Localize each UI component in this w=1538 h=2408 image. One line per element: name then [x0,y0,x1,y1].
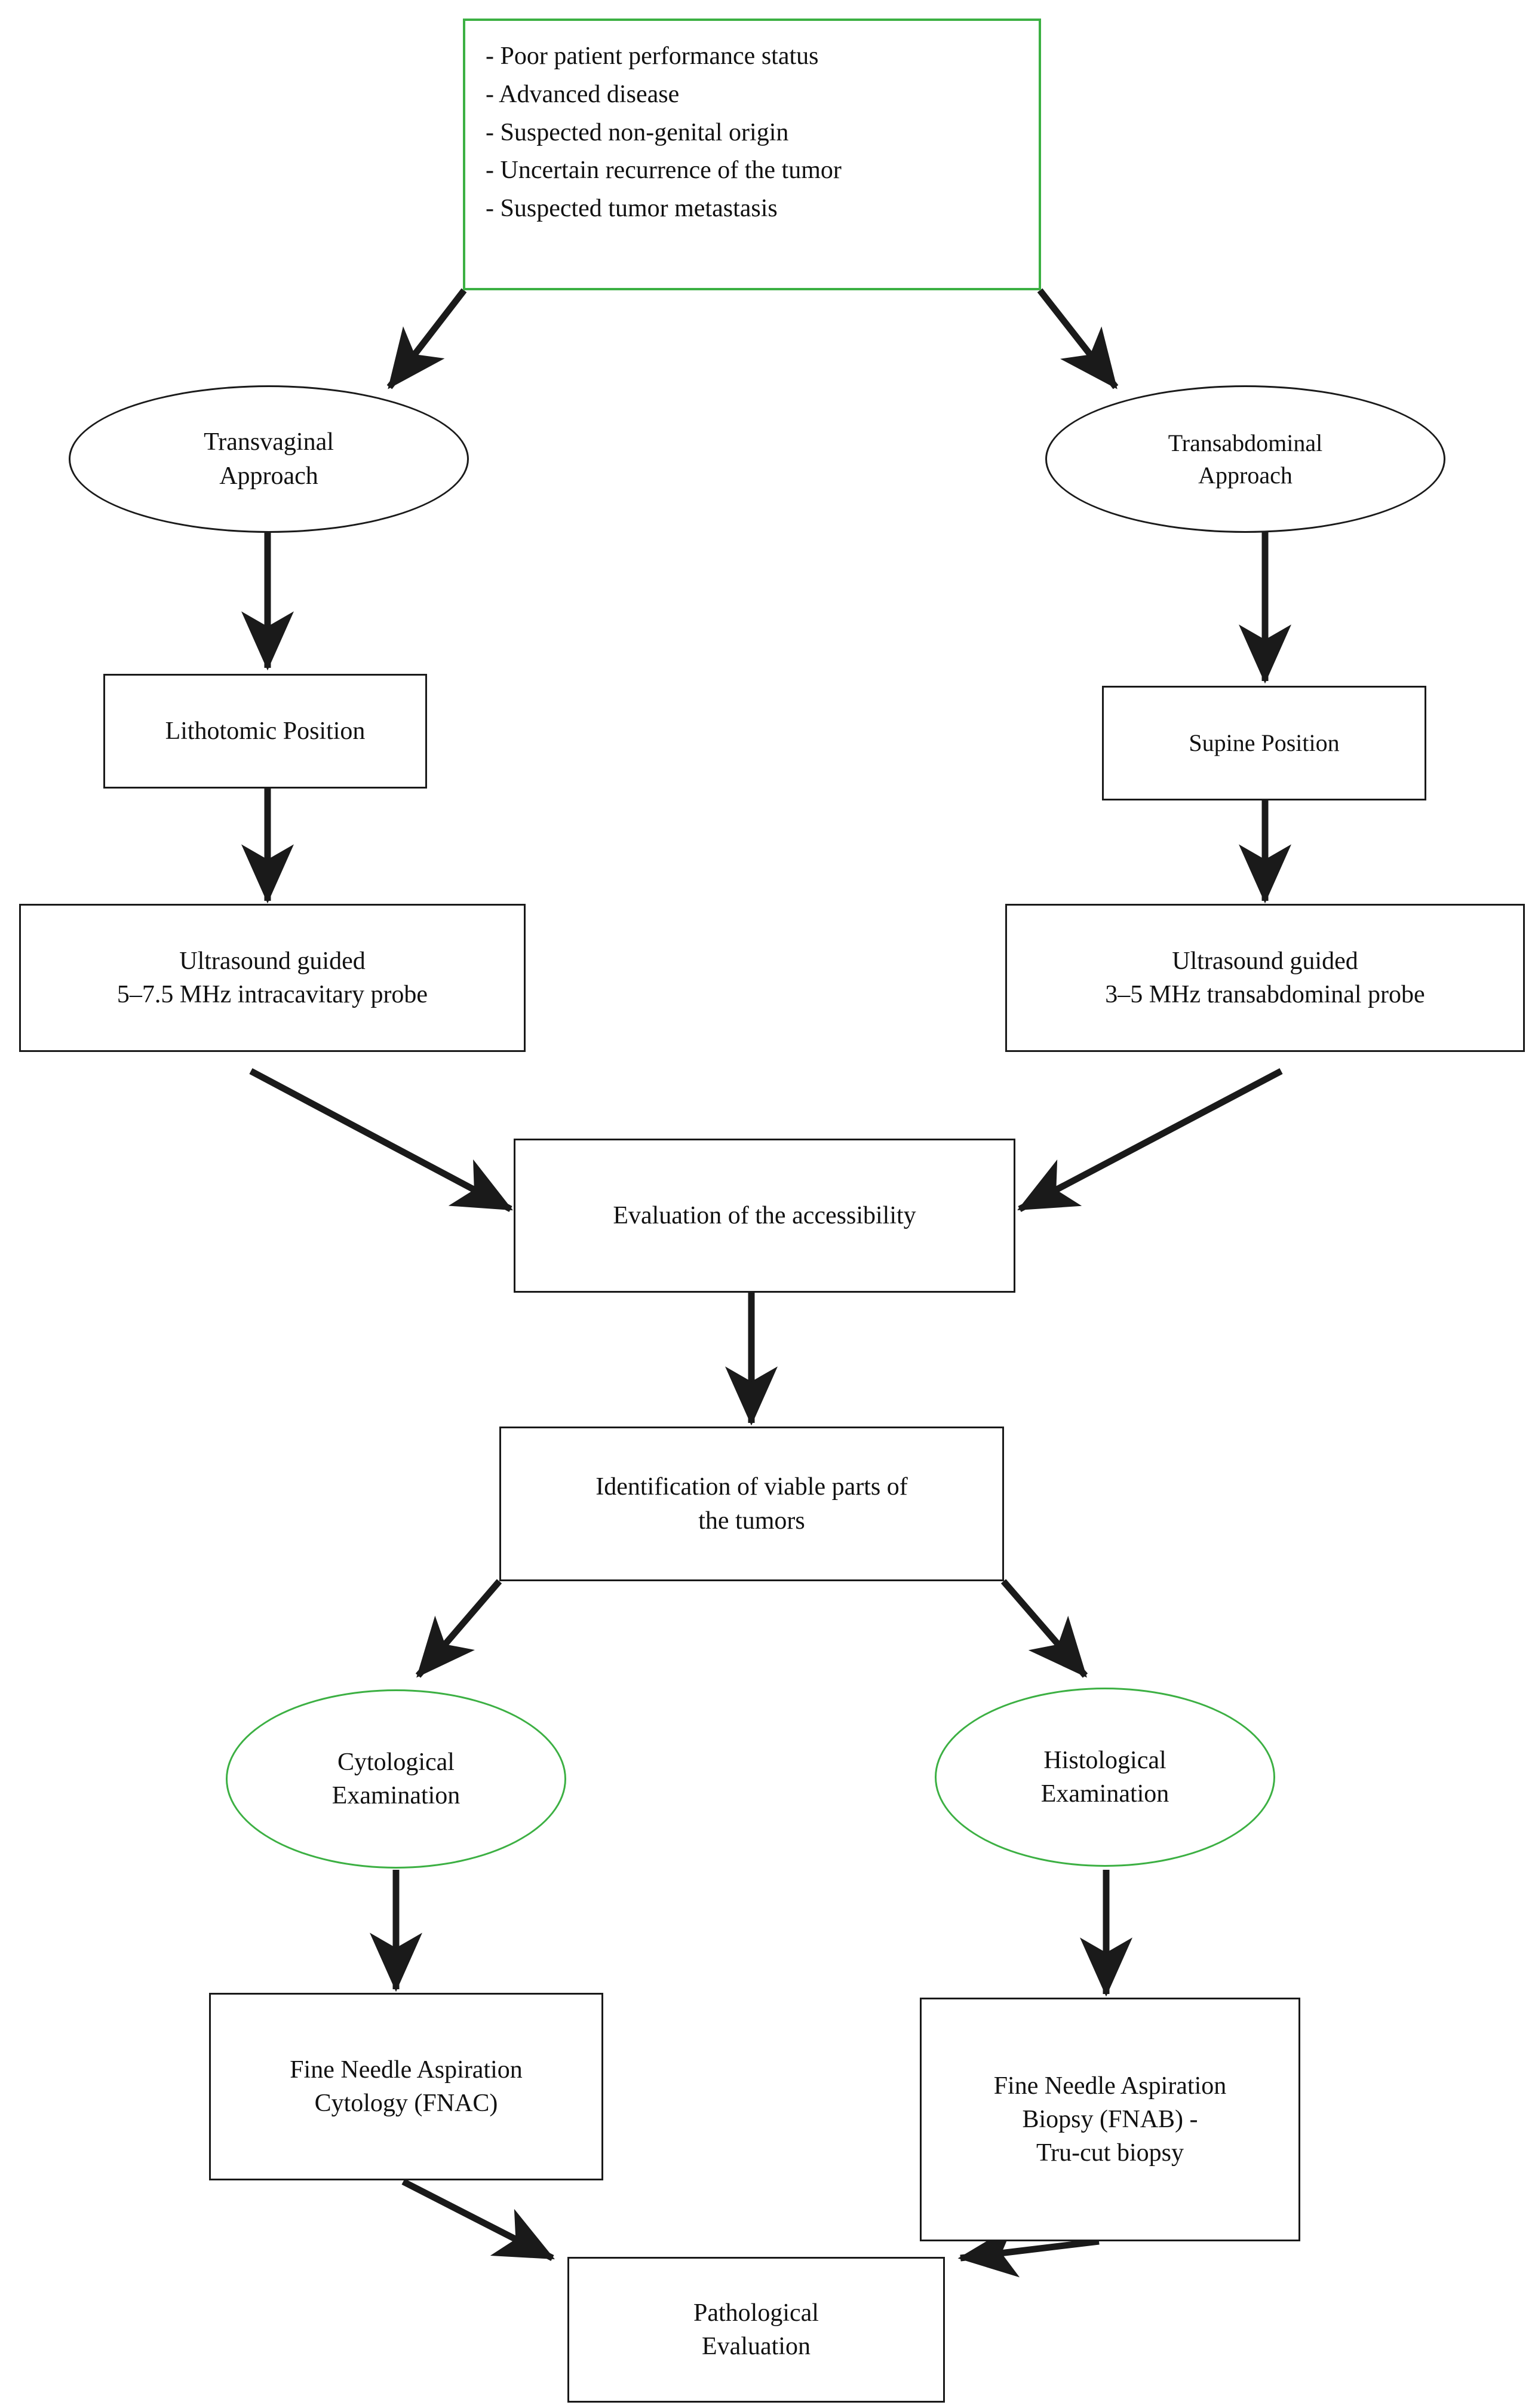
edge-criteria-to-transabdominal [1037,288,1119,389]
edge-identification-to-histological [1000,1579,1088,1678]
edge-probe-transabdominal-to-accessibility [1017,1068,1283,1212]
node-fnac: Fine Needle Aspiration Cytology (FNAC) [209,1993,603,2180]
node-lithotomic-position-label: Lithotomic Position [165,717,366,745]
edge-fnac-to-pathological [401,2179,555,2261]
node-accessibility-evaluation-label: Evaluation of the accessibility [613,1201,916,1229]
node-lithotomic-position: Lithotomic Position [103,674,427,789]
node-cytological-examination: Cytological Examination [226,1689,566,1869]
node-supine-position: Supine Position [1102,686,1426,800]
node-transabdominal-approach: Transabdominal Approach [1045,385,1445,533]
node-identification-viable-parts: Identification of viable parts of the tu… [499,1427,1004,1581]
edge-fnab-to-pathological [957,2225,1100,2278]
node-probe-intracavitary-label: Ultrasound guided 5–7.5 MHz intracavitar… [116,947,428,1008]
node-pathological-evaluation: Pathological Evaluation [567,2257,945,2403]
node-probe-transabdominal: Ultrasound guided 3–5 MHz transabdominal… [1005,904,1525,1052]
criteria-list: - Poor patient performance status - Adva… [486,42,842,223]
node-identification-viable-parts-label: Identification of viable parts of the tu… [595,1473,908,1535]
node-transvaginal-approach-label: Transvaginal Approach [204,428,334,490]
node-fnac-label: Fine Needle Aspiration Cytology (FNAC) [290,2056,523,2117]
node-transabdominal-approach-label: Transabdominal Approach [1168,429,1323,489]
node-histological-examination-label: Histological Examination [1040,1746,1169,1808]
edge-identification-to-cytological [415,1579,502,1678]
node-pathological-evaluation-label: Pathological Evaluation [693,2299,819,2360]
node-histological-examination: Histological Examination [935,1688,1275,1867]
node-transvaginal-approach: Transvaginal Approach [69,385,469,533]
node-cytological-examination-label: Cytological Examination [331,1748,461,1809]
node-probe-transabdominal-label: Ultrasound guided 3–5 MHz transabdominal… [1105,947,1425,1008]
edge-criteria-to-transvaginal [386,288,467,389]
edge-probe-intracavitary-to-accessibility [249,1068,513,1212]
node-fnab-label: Fine Needle Aspiration Biopsy (FNAB) - T… [993,2072,1227,2167]
node-accessibility-evaluation: Evaluation of the accessibility [514,1139,1015,1293]
node-fnab: Fine Needle Aspiration Biopsy (FNAB) - T… [920,1998,1300,2241]
node-supine-position-label: Supine Position [1189,729,1340,757]
node-probe-intracavitary: Ultrasound guided 5–7.5 MHz intracavitar… [19,904,526,1052]
criteria-box: - Poor patient performance status - Adva… [463,19,1041,290]
